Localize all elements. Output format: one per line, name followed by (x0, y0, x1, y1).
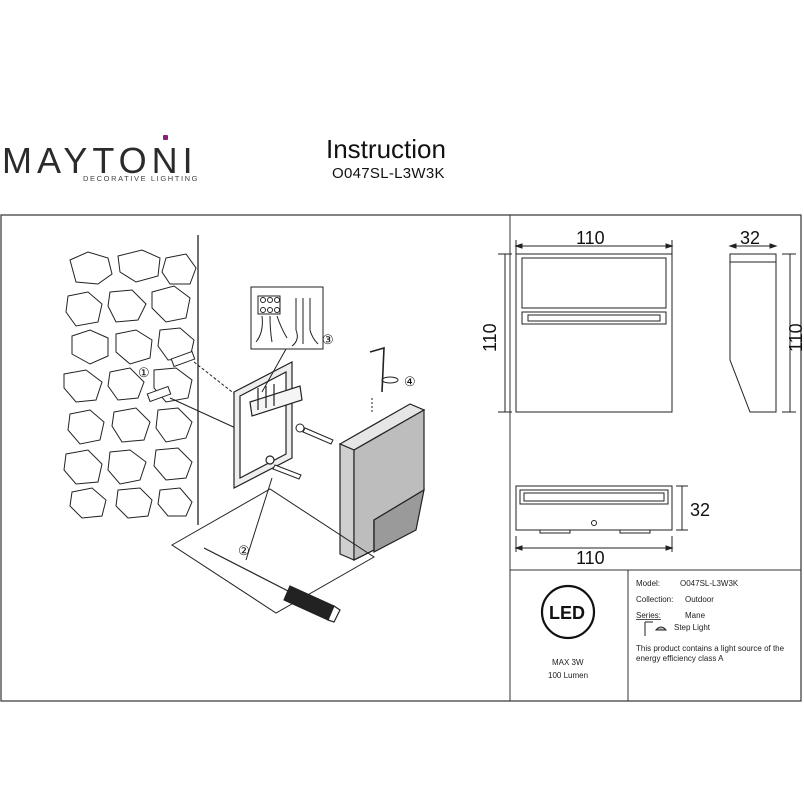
side-view (728, 243, 796, 413)
series-label: Series: (636, 611, 661, 620)
bottom-view (514, 485, 688, 552)
step-4-marker: ④ (404, 374, 416, 389)
front-height-label: 110 (480, 323, 500, 352)
side-depth-label: 32 (740, 228, 760, 248)
product-details: Model: O047SL-L3W3K Collection: Outdoor … (636, 579, 785, 663)
bottom-depth-label: 32 (690, 500, 710, 520)
wall-plugs (146, 350, 241, 431)
collection-value: Outdoor (685, 595, 714, 604)
wiring-detail (250, 286, 324, 393)
screws (272, 423, 334, 480)
screwdriver (171, 477, 375, 623)
series-value: Mane (685, 611, 706, 620)
model-label: Model: (636, 579, 660, 588)
page-title: Instruction (326, 134, 446, 164)
max-power: MAX 3W (552, 658, 584, 667)
front-view (498, 240, 674, 413)
model-number: O047SL-L3W3K (332, 165, 445, 182)
step-2-marker: ② (238, 543, 250, 558)
allen-key (369, 346, 399, 412)
mounting-bracket (233, 361, 303, 489)
fixture-housing (338, 403, 426, 561)
stone-wall (63, 235, 199, 525)
logo-dot (163, 135, 168, 140)
collection-label: Collection: (636, 595, 673, 604)
model-value: O047SL-L3W3K (680, 579, 739, 588)
bottom-width-label: 110 (576, 548, 605, 568)
step-3-marker: ③ (322, 332, 334, 347)
step-light-icon (644, 621, 668, 636)
lumen-value: 100 Lumen (548, 671, 588, 680)
led-label: LED (549, 603, 585, 623)
type-value: Step Light (674, 623, 711, 632)
side-height-label: 110 (786, 323, 804, 352)
energy-note-1: This product contains a light source of … (636, 644, 785, 653)
energy-note-2: energy efficiency class A (636, 654, 724, 663)
brand-tagline: DECORATIVE LIGHTING (83, 174, 200, 183)
step-1-marker: ① (138, 365, 150, 380)
step-callouts: ① ② ③ ④ (138, 332, 416, 558)
led-badge: LED (540, 584, 596, 640)
brand-logo: MAYTONI (2, 140, 198, 181)
front-width-label: 110 (576, 228, 605, 248)
frame-border (0, 214, 802, 702)
